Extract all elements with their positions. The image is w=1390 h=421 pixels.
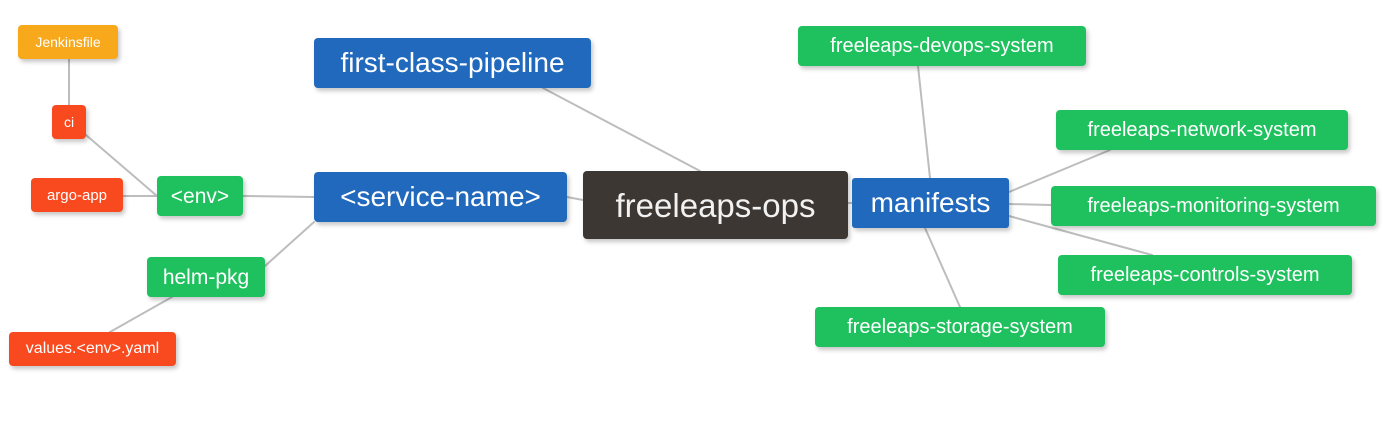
mindmap-node-freeleaps-controls-system[interactable]: freeleaps-controls-system: [1058, 255, 1352, 295]
mindmap-node-label-first-class-pipeline: first-class-pipeline: [340, 47, 565, 78]
mindmap-node-label-freeleaps-storage-system: freeleaps-storage-system: [847, 316, 1073, 338]
mindmap-node-label-argo-app: argo-app: [46, 186, 108, 204]
mindmap-edge-helm-pkg-to-values-yaml: [109, 296, 173, 333]
mindmap-node-freeleaps-devops-system[interactable]: freeleaps-devops-system: [798, 26, 1086, 66]
mindmap-edge-first-class-pipeline-to-freeleaps-ops: [542, 87, 701, 172]
mindmap-node-label-freeleaps-network-system: freeleaps-network-system: [1087, 119, 1317, 141]
mindmap-node-freeleaps-network-system[interactable]: freeleaps-network-system: [1056, 110, 1348, 150]
mindmap-edge-manifests-to-freeleaps-monitoring-system: [1008, 203, 1052, 206]
mindmap-node-first-class-pipeline[interactable]: first-class-pipeline: [314, 38, 591, 88]
mindmap-node-argo-app[interactable]: argo-app: [31, 178, 123, 212]
mindmap-node-label-freeleaps-ops: freeleaps-ops: [615, 186, 816, 224]
mindmap-node-label-jenkinsfile: Jenkinsfile: [35, 34, 101, 50]
mindmap-node-label-freeleaps-monitoring-system: freeleaps-monitoring-system: [1087, 195, 1340, 217]
mindmap-node-manifests[interactable]: manifests: [852, 178, 1009, 228]
mindmap-node-freeleaps-monitoring-system[interactable]: freeleaps-monitoring-system: [1051, 186, 1376, 226]
mindmap-edge-service-name-to-freeleaps-ops: [566, 196, 584, 201]
mindmap-node-label-freeleaps-controls-system: freeleaps-controls-system: [1090, 264, 1320, 286]
mindmap-node-label-env: <env>: [170, 184, 230, 208]
mindmap-node-freeleaps-storage-system[interactable]: freeleaps-storage-system: [815, 307, 1105, 347]
mindmap-node-label-ci: ci: [63, 114, 75, 130]
mindmap-node-label-helm-pkg: helm-pkg: [162, 265, 250, 289]
mindmap-node-env[interactable]: <env>: [157, 176, 243, 216]
mindmap-node-label-manifests: manifests: [870, 187, 991, 218]
mindmap-node-helm-pkg[interactable]: helm-pkg: [147, 257, 265, 297]
mindmap-node-jenkinsfile[interactable]: Jenkinsfile: [18, 25, 118, 59]
mindmap-node-service-name[interactable]: <service-name>: [314, 172, 567, 222]
mindmap-node-label-service-name: <service-name>: [340, 181, 541, 212]
mindmap-edge-env-to-service-name: [242, 195, 315, 198]
mindmap-node-values-yaml[interactable]: values.<env>.yaml: [9, 332, 176, 366]
mindmap-node-freeleaps-ops[interactable]: freeleaps-ops: [583, 171, 848, 239]
mindmap-node-ci[interactable]: ci: [52, 105, 86, 139]
mindmap-edge-manifests-to-freeleaps-storage-system: [924, 227, 961, 308]
mindmap-node-label-freeleaps-devops-system: freeleaps-devops-system: [830, 35, 1054, 57]
mindmap-edge-service-name-to-helm-pkg: [264, 221, 315, 267]
mindmap-node-label-values-yaml: values.<env>.yaml: [25, 340, 160, 357]
mindmap-edge-manifests-to-freeleaps-devops-system: [917, 65, 931, 179]
